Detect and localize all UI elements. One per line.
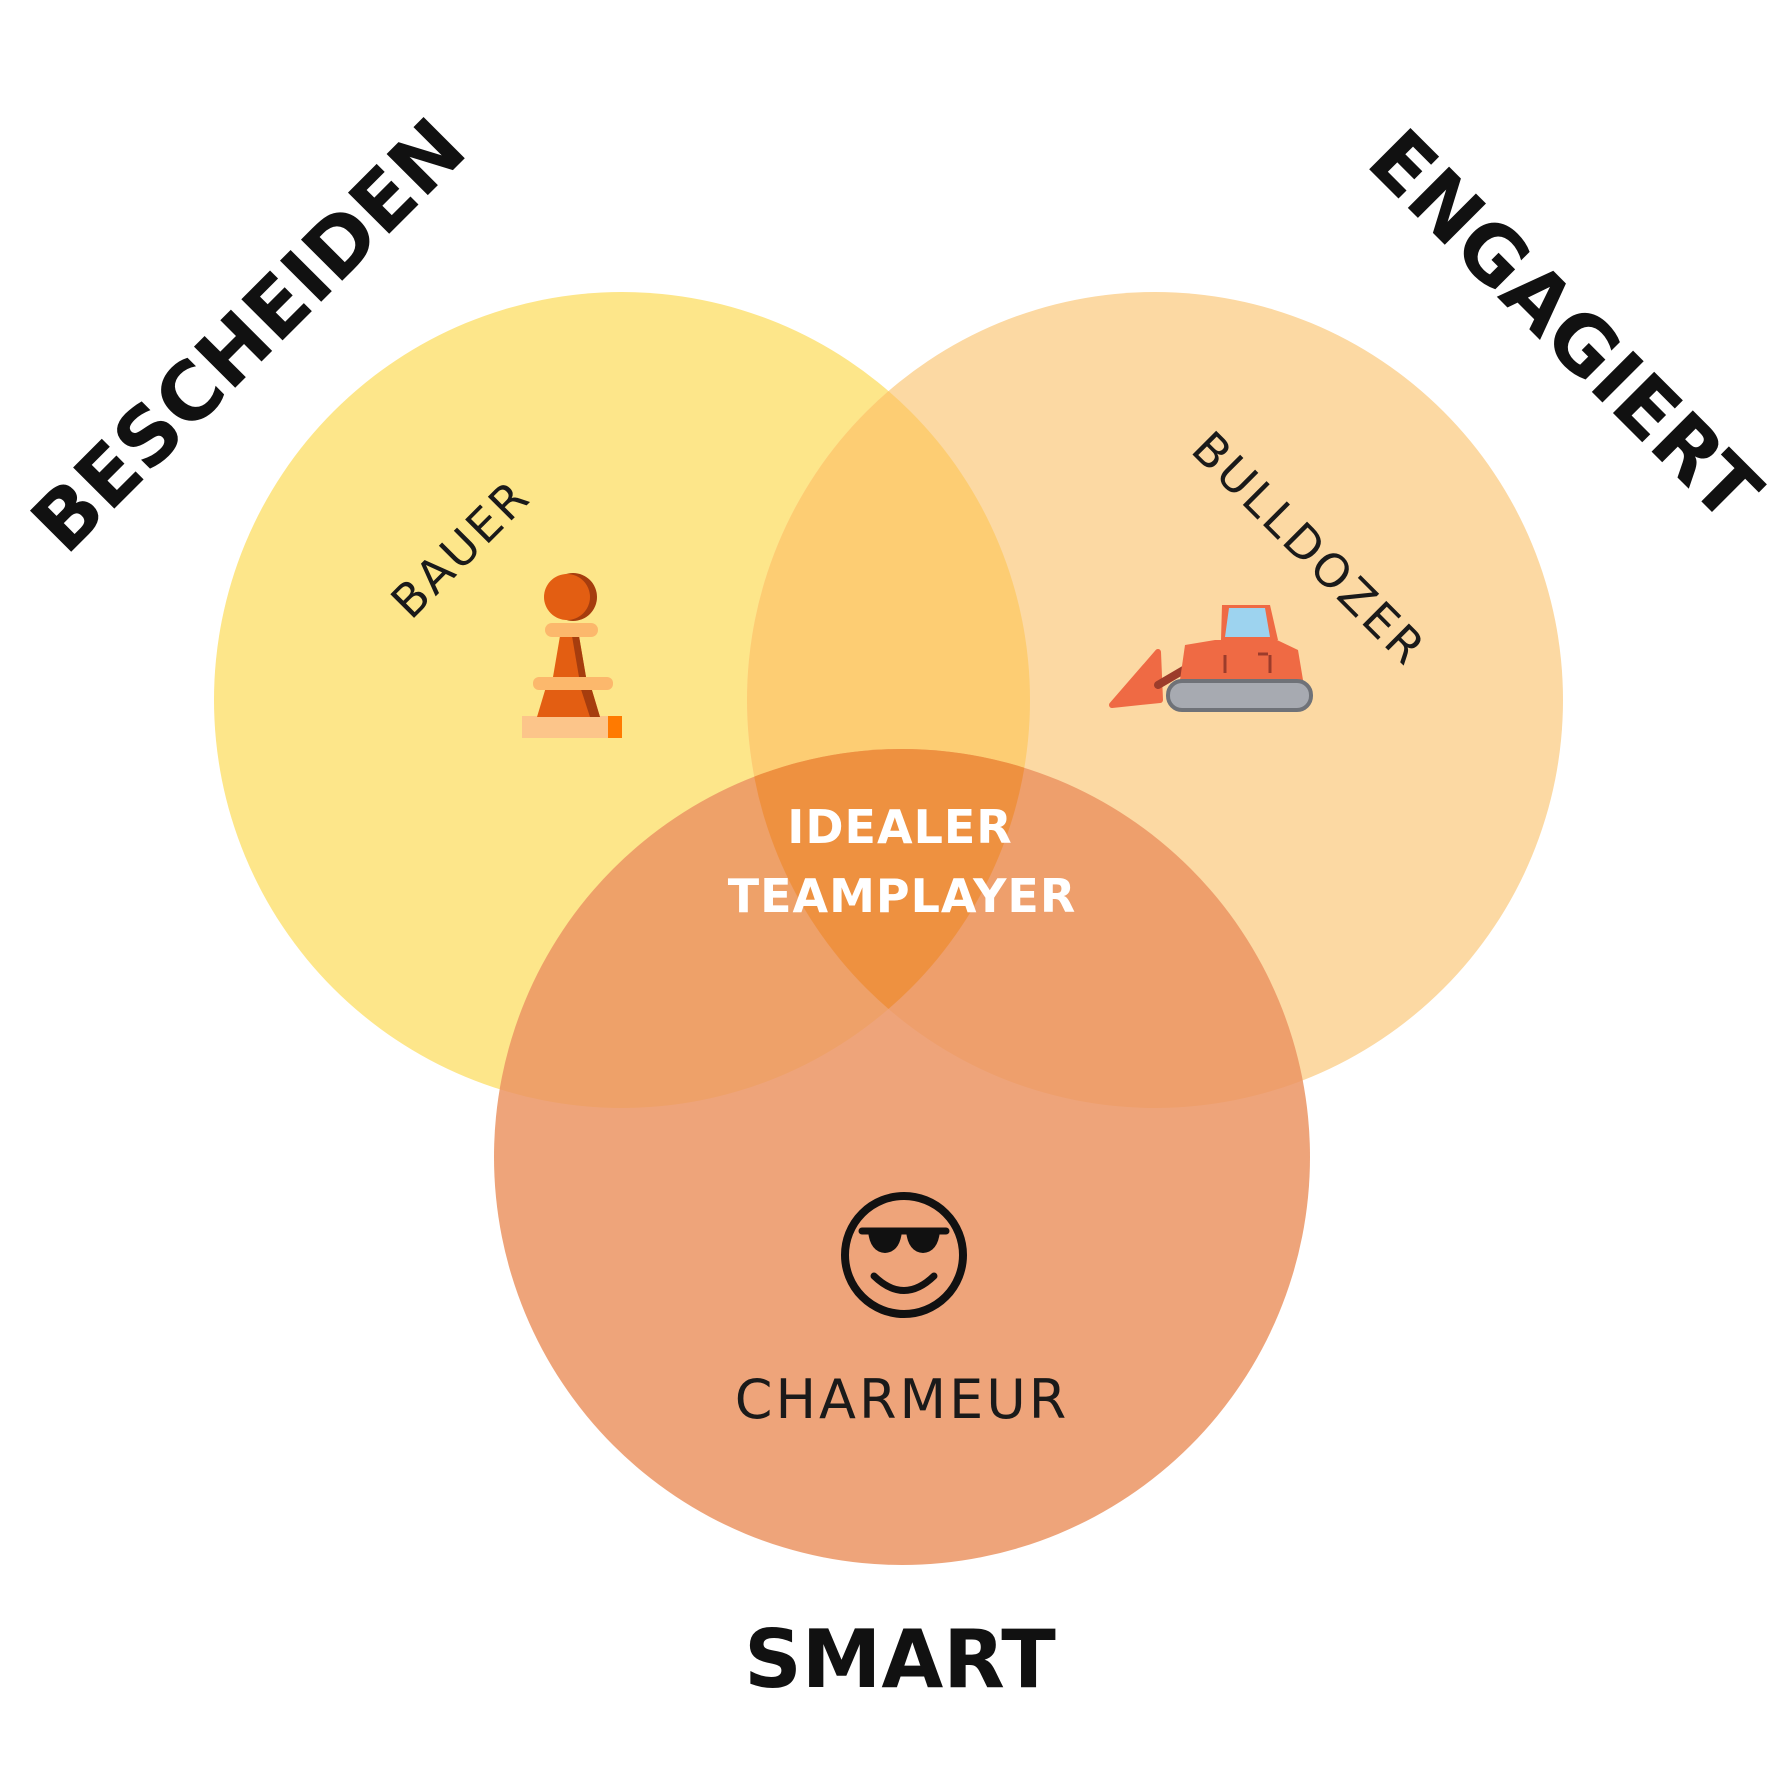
center-label-line1: IDEALER <box>787 800 1012 854</box>
bulldozer-icon <box>1109 605 1313 712</box>
title-smart: SMART <box>744 1613 1056 1706</box>
center-label-line2: TEAMPLAYER <box>728 869 1077 923</box>
sunglasses-smiley-icon <box>841 1192 967 1318</box>
persona-label-charmeur: CHARMEUR <box>735 1368 1070 1431</box>
circle-smart <box>494 749 1310 1565</box>
chess-pawn-icon <box>522 573 622 738</box>
